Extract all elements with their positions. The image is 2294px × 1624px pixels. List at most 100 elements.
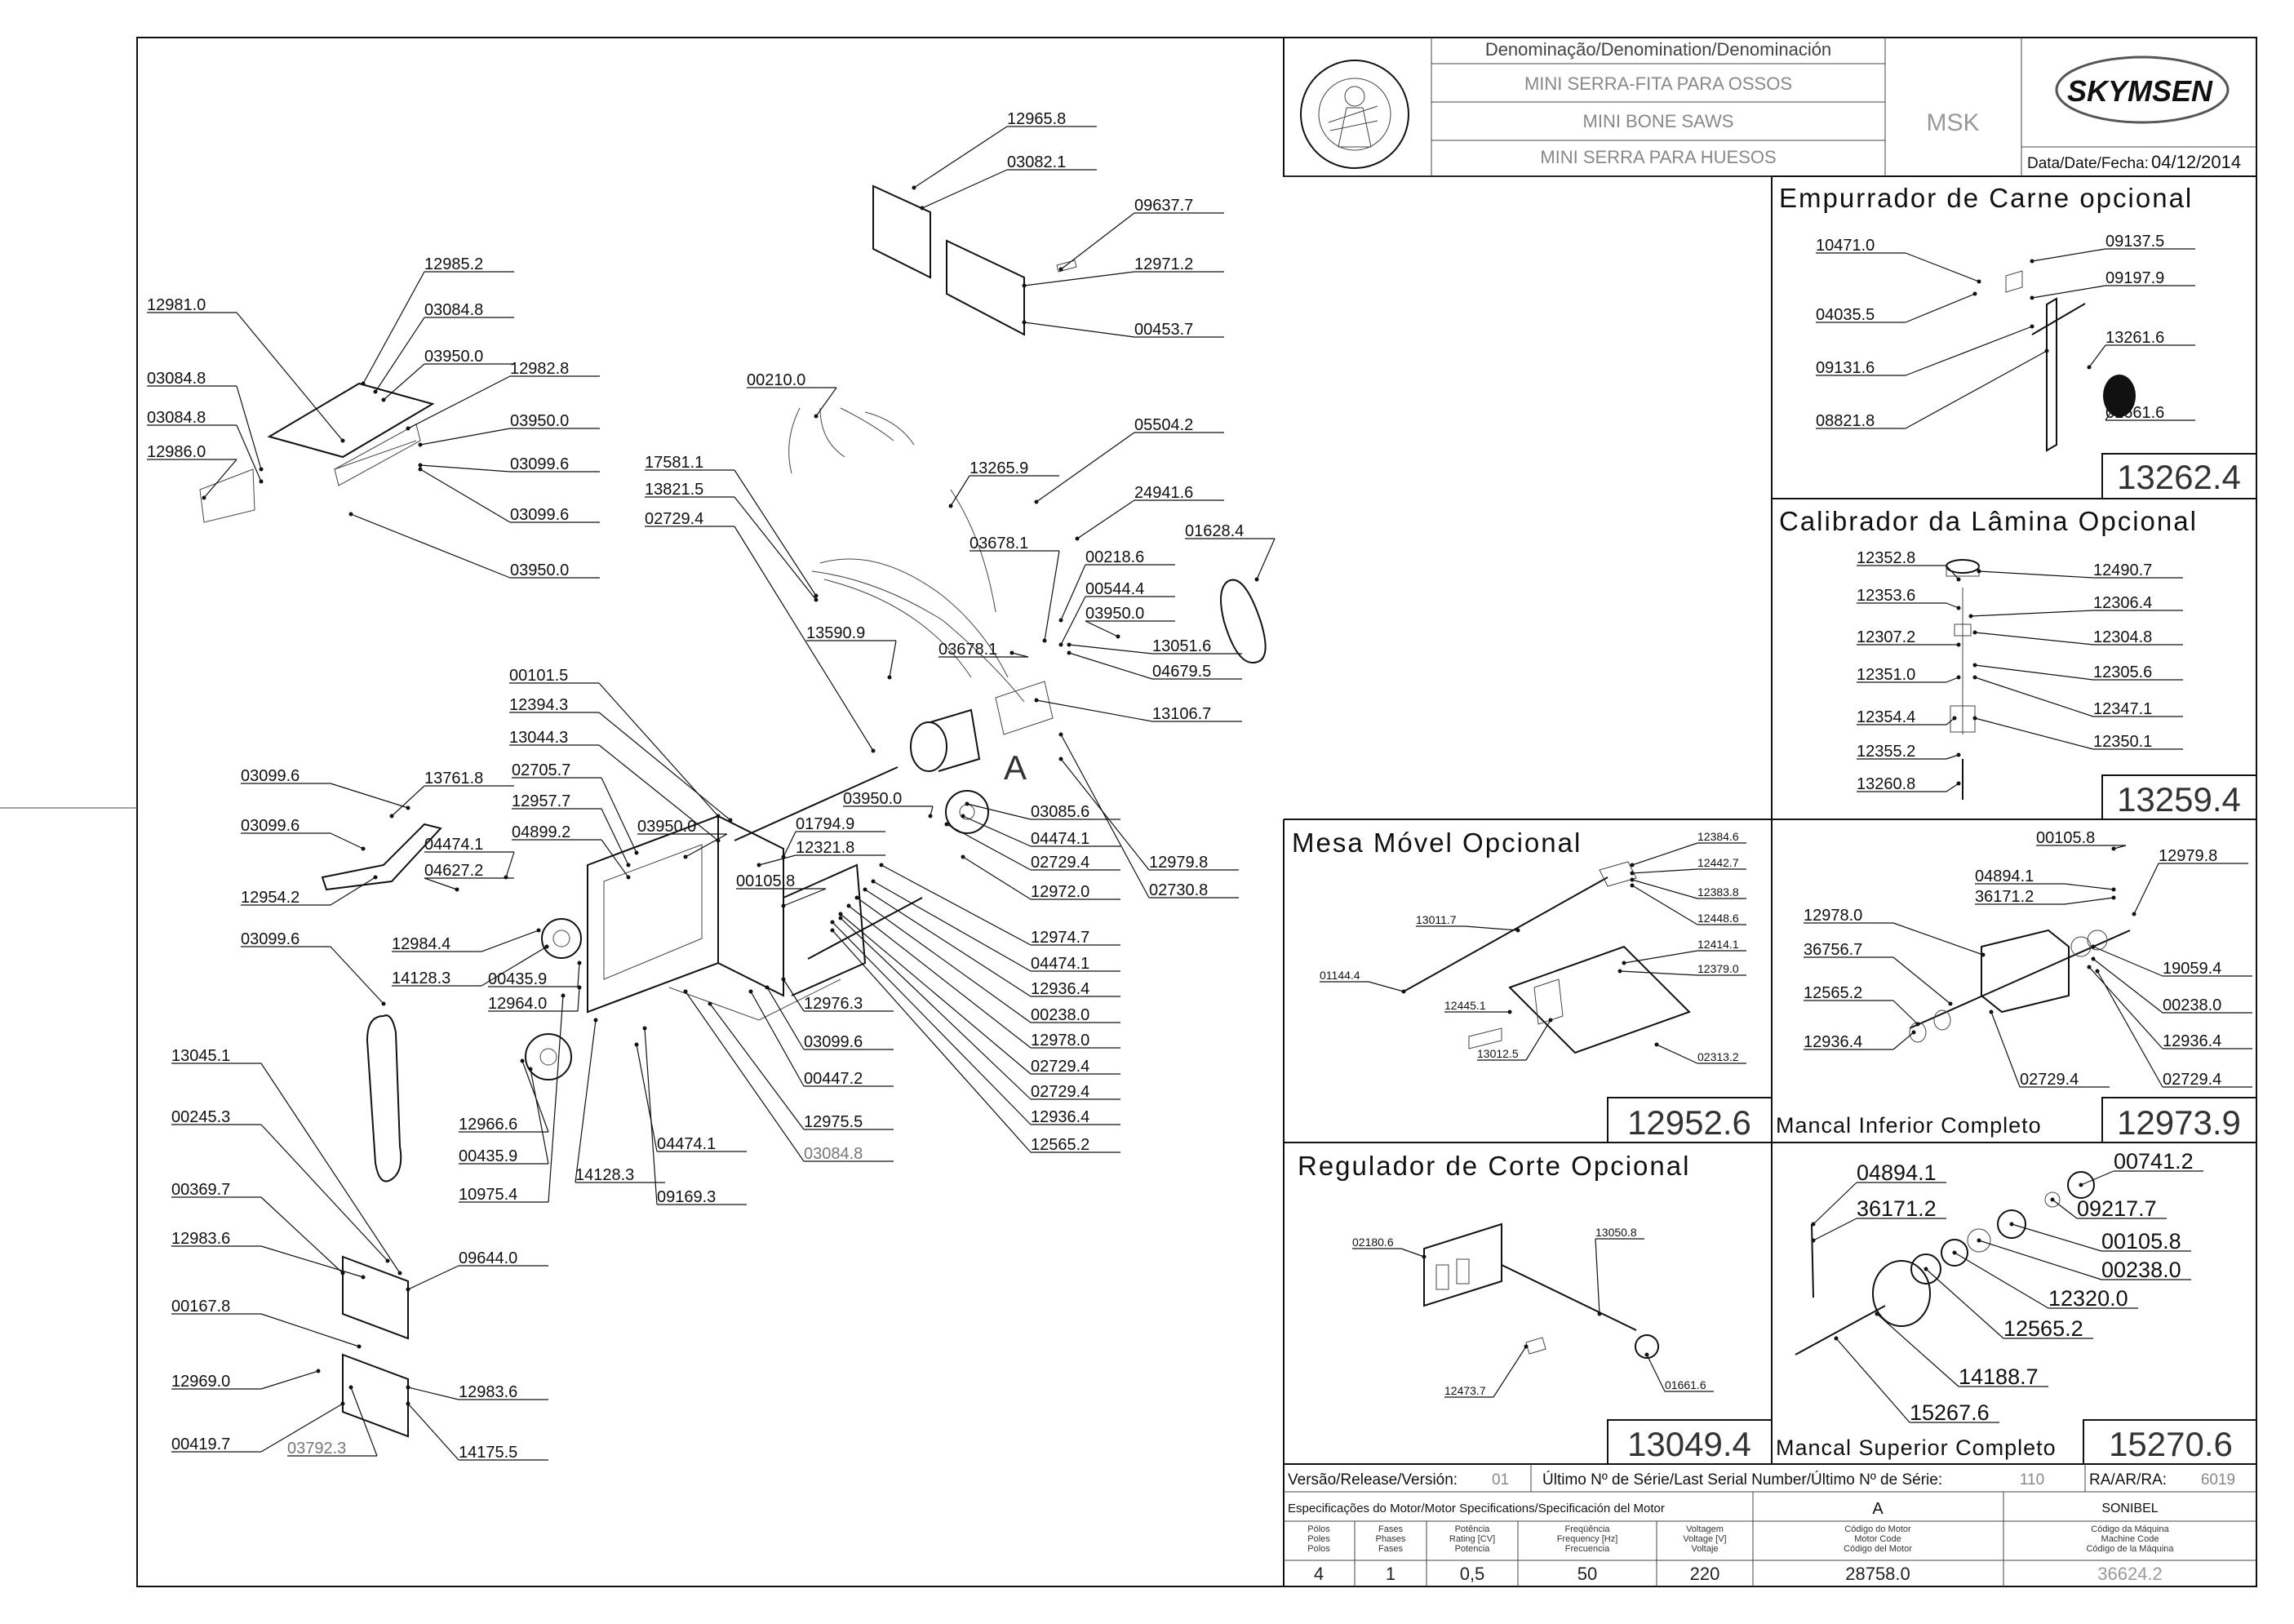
leader-line [424,877,458,890]
leader-dot [1022,283,1027,288]
leader-line [848,905,1032,1049]
part-number: 14128.3 [392,970,450,987]
leader-dot [2091,956,2096,961]
leader-dot [1811,1238,1816,1243]
callout-a: A [1004,748,1027,787]
cut-regulator-code: 13049.4 [1627,1425,1751,1463]
spec-header: Voltage [V] [1683,1534,1726,1544]
pusher-title: Empurrador de Carne opcional [1779,183,2193,213]
part-number: 12936.4 [1804,1033,1862,1051]
leader-line [548,995,564,1203]
leader-dot [418,467,423,472]
leader-line [375,317,425,393]
part-number: 00238.0 [1031,1006,1089,1024]
name-es: MINI SERRA PARA HUESOS [1540,147,1776,167]
leader-dot [1058,757,1063,761]
leader-dot [871,879,876,884]
leader-dot [1972,716,1977,721]
part-number: 03950.0 [424,348,483,366]
part-number: 12983.6 [459,1383,517,1401]
leader-dot [961,854,965,859]
part-number: 00741.2 [2114,1149,2194,1174]
gauge-code: 13259.4 [2117,780,2241,819]
part-number: 03084.8 [804,1145,863,1163]
part-number: 00105.8 [2101,1229,2181,1253]
part-number: 12379.0 [1697,962,1739,975]
leader-dot [1972,675,1977,680]
part-number: 00435.9 [488,970,547,988]
leader-dot [1075,536,1080,541]
leader-line [1256,538,1276,580]
spec-header: Fases [1378,1544,1403,1554]
part-number: 01794.9 [796,815,854,833]
part-number: 13260.8 [1857,775,1915,793]
part-number: 13050.8 [1595,1226,1637,1239]
gauge-title: Calibrador da Lâmina Opcional [1779,506,2198,536]
spec-header: Polos [1307,1544,1330,1554]
leader-dot [1911,1030,1916,1035]
part-number: 24941.6 [1134,484,1193,502]
leader-dot [381,1001,386,1006]
leader-line [1060,212,1135,270]
ra-value: 6019 [2201,1471,2235,1489]
leader-dot [1977,569,1981,574]
part-number: 12964.0 [488,995,547,1013]
part-number: 14175.5 [459,1444,517,1462]
leader-line [260,1313,360,1347]
leader-dot [1524,1344,1529,1349]
part-number: 08821.8 [1816,412,1875,430]
part-number: 12978.0 [1031,1032,1089,1049]
leader-line [921,169,1008,209]
leader-line [1974,632,2094,646]
part-number: 00101.5 [509,667,568,685]
leader-dot [1972,663,1977,668]
leader-dot [1956,752,1961,757]
part-number: 00218.6 [1085,548,1144,566]
leader-dot [1058,732,1063,737]
leader-line [1978,570,2094,579]
part-number: 12971.2 [1134,255,1193,273]
spec-value: 50 [1577,1564,1597,1584]
serial-label: Último Nº de Série/Last Serial Number/Úl… [1542,1471,1942,1489]
leader-line [330,783,409,809]
main-assembly-drawing: A [199,184,1267,1438]
spec-header: Motor Code [1854,1534,1901,1544]
leader-dot [1956,781,1961,786]
part-number: 17581.1 [645,454,703,472]
leader-line [962,815,1032,847]
leader-dot [1968,614,1973,619]
leader-dot [340,438,345,443]
leader-dot [361,846,366,851]
leader-dot [1548,1018,1553,1023]
leader-line [1368,981,1404,992]
part-number: 02705.7 [512,761,570,779]
motor-spec-label: Especificações do Motor/Motor Specificat… [1288,1502,1665,1515]
leader-dot [1597,1311,1602,1316]
leader-dot [2087,965,2092,970]
part-number: 12442.7 [1697,856,1739,869]
part-number: 12982.8 [510,360,569,378]
leader-dot [259,467,264,472]
part-number: 13044.3 [509,729,568,747]
part-number: 03085.6 [1031,803,1089,821]
part-number: 04894.1 [1857,1160,1937,1185]
leader-dot [406,1401,410,1406]
pusher-drawing [2005,270,2136,452]
part-number: 12978.0 [1804,907,1862,925]
leader-dot [765,985,770,990]
leader-dot [1009,650,1014,655]
leader-line [2088,344,2106,368]
leader-line [2113,845,2127,850]
leader-line [1646,1354,1666,1392]
leader-dot [593,1018,598,1023]
spec-header: Frequency [Hz] [1557,1534,1618,1544]
upper-bearing-code: 15270.6 [2109,1425,2233,1463]
leader-line [2031,248,2106,262]
leader-dot [1022,320,1027,325]
part-number: 04894.1 [1975,867,2034,885]
part-number: 00238.0 [2101,1258,2181,1282]
leader-dot [418,463,423,468]
leader-dot [1630,871,1635,876]
leader-line [950,475,970,507]
